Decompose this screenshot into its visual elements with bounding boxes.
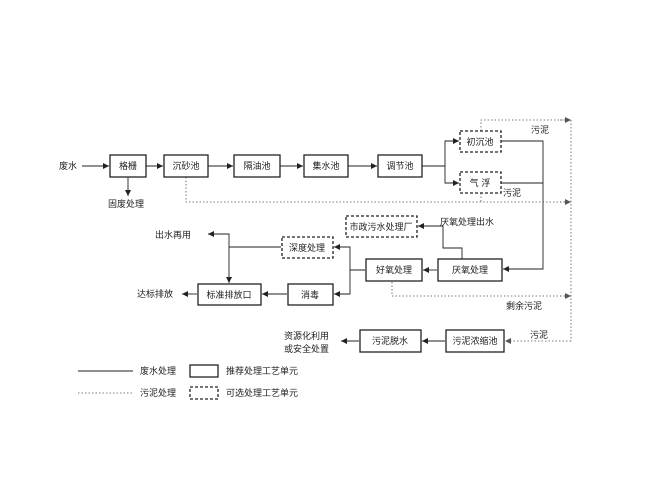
anaerobic-label: 厌氧处理: [452, 264, 488, 276]
aerobic-box: [365, 258, 423, 282]
resource-label-line2: 或安全处置: [284, 343, 329, 355]
raw-water-label: 废水: [59, 160, 77, 172]
adjust-tank-label: 调节池: [386, 160, 413, 172]
dewater-box: [359, 329, 422, 353]
legend: 废水处理 污泥处理 推荐处理工艺单元 可选处理工艺单元: [78, 364, 298, 400]
outlet-box: [197, 283, 262, 306]
primary-settle-box: [459, 130, 502, 153]
grit-tank-label: 沉砂池: [172, 160, 199, 172]
dewater-label: 污泥脱水: [372, 335, 408, 347]
aerobic-label: 好氧处理: [376, 264, 412, 276]
legend-optional-label: 可选处理工艺单元: [226, 387, 298, 399]
legend-optional-swatch: [189, 386, 219, 400]
legend-recommended-label: 推荐处理工艺单元: [226, 365, 298, 377]
grille-label: 格栅: [119, 160, 137, 172]
solid-waste-label: 固废处理: [108, 198, 144, 210]
advanced-treatment-label: 深度处理: [289, 242, 325, 254]
discharge-label: 达标排放: [137, 288, 173, 300]
grille-box: [109, 154, 147, 178]
sludge-label-mid: 污泥: [503, 187, 521, 199]
sludge-label-bottom: 污泥: [530, 329, 548, 341]
legend-wastewater-label: 废水处理: [140, 365, 176, 377]
collect-tank-box: [303, 154, 349, 178]
residual-sludge-label: 剩余污泥: [506, 300, 542, 312]
thicken-box: [445, 329, 505, 353]
oil-tank-label: 隔油池: [243, 160, 270, 172]
disinfect-box: [287, 283, 334, 306]
thicken-label: 污泥浓缩池: [452, 335, 497, 347]
air-float-label: 气 浮: [470, 177, 491, 189]
disinfect-label: 消毒: [301, 289, 319, 301]
legend-recommended-swatch: [189, 364, 219, 378]
legend-sludge-label: 污泥处理: [140, 387, 176, 399]
air-float-box: [459, 171, 502, 194]
sludge-label-top: 污泥: [531, 124, 549, 136]
reuse-label: 出水再用: [155, 229, 191, 241]
grit-tank-box: [163, 154, 209, 178]
wastewater-flow-lines: [82, 138, 544, 344]
anaerobic-outflow-label: 厌氧处理出水: [440, 216, 494, 228]
primary-settle-label: 初沉池: [466, 136, 493, 148]
resource-label-line1: 资源化利用: [284, 330, 329, 342]
advanced-treatment-box: [281, 236, 334, 259]
collect-tank-label: 集水池: [312, 160, 339, 172]
oil-tank-box: [233, 154, 281, 178]
anaerobic-box: [437, 258, 503, 282]
adjust-tank-box: [377, 154, 423, 178]
municipal-plant-box: [345, 215, 418, 238]
municipal-plant-label: 市政污水处理厂: [349, 221, 412, 233]
sludge-flow-lines: [185, 117, 572, 344]
outlet-label: 标准排放口: [206, 289, 251, 301]
